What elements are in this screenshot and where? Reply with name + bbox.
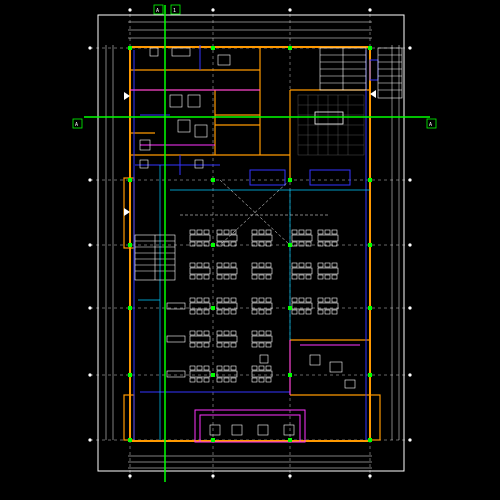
dining-table (251, 262, 273, 280)
axis-marker-dot (368, 8, 372, 12)
axis-marker-dot (408, 46, 412, 50)
axis-marker-dot (88, 373, 92, 377)
structural-column (368, 306, 372, 310)
axis-marker-dot (88, 306, 92, 310)
marker-top-mid: 1 (173, 8, 176, 14)
dining-table (189, 365, 211, 383)
marker-left: A (75, 122, 78, 128)
axis-label-bubbles: A 1 A A (72, 4, 437, 129)
dining-table (251, 297, 273, 315)
kitchen-counter (314, 111, 344, 125)
dining-table (216, 330, 238, 348)
axis-marker-dot (88, 438, 92, 442)
horizontal-axis-lines (90, 47, 410, 441)
dining-table (317, 297, 339, 315)
green-grid-lines (84, 5, 430, 482)
axis-marker-dot (408, 243, 412, 247)
dining-table (189, 262, 211, 280)
structural-column (288, 243, 292, 247)
dining-table (189, 330, 211, 348)
structural-column (368, 46, 372, 50)
axis-marker-dot (211, 474, 215, 478)
structural-column (211, 46, 215, 50)
structural-column (288, 306, 292, 310)
structural-column (368, 373, 372, 377)
top-dimension-lines (128, 21, 372, 39)
structural-column (128, 306, 132, 310)
dining-table (251, 365, 273, 383)
marker-right: A (429, 122, 432, 128)
axis-marker-dot (408, 373, 412, 377)
level-arrows (124, 90, 376, 216)
structural-column (211, 178, 215, 182)
structural-column (368, 438, 372, 442)
dining-table (166, 302, 186, 310)
structural-column (288, 46, 292, 50)
cyan-linework (138, 165, 370, 440)
structural-column (128, 178, 132, 182)
dining-table (291, 297, 313, 315)
dining-table (216, 297, 238, 315)
structural-column (128, 373, 132, 377)
grid-axis-markers (88, 8, 412, 478)
dining-table (166, 335, 186, 343)
structural-column (368, 243, 372, 247)
exterior-walls (129, 46, 371, 442)
bottom-lounge-furniture (209, 424, 295, 436)
stair-left (134, 234, 176, 281)
axis-marker-dot (288, 474, 292, 478)
structural-column (288, 373, 292, 377)
kitchen-grid (297, 94, 365, 156)
axis-marker-dot (88, 178, 92, 182)
right-dimension-lines (391, 45, 400, 440)
marker-top-left: A (156, 8, 159, 14)
dining-tables (166, 229, 339, 383)
structural-column (211, 243, 215, 247)
dining-table (317, 262, 339, 280)
structural-column (211, 438, 215, 442)
axis-marker-dot (408, 306, 412, 310)
structural-column (368, 178, 372, 182)
axis-marker-dot (128, 8, 132, 12)
sheet-border (97, 14, 405, 472)
left-dimension-lines (105, 45, 114, 440)
top-room-furniture (139, 47, 356, 389)
dining-table (216, 229, 238, 247)
stair-top-right (319, 47, 403, 99)
structural-column (211, 373, 215, 377)
axis-marker-dot (408, 178, 412, 182)
axis-marker-dot (88, 46, 92, 50)
structural-column (128, 243, 132, 247)
axis-marker-dot (128, 474, 132, 478)
dining-table (251, 330, 273, 348)
dining-table (216, 262, 238, 280)
dining-table (291, 229, 313, 247)
atrium-void (180, 179, 330, 246)
axis-marker-dot (368, 474, 372, 478)
dining-table (216, 365, 238, 383)
structural-column (288, 178, 292, 182)
dining-table (189, 297, 211, 315)
axis-marker-dot (408, 438, 412, 442)
structural-column (288, 438, 292, 442)
dining-table (291, 262, 313, 280)
dining-table (166, 370, 186, 378)
bottom-dimension-lines (128, 455, 372, 469)
axis-marker-dot (88, 243, 92, 247)
axis-marker-dot (288, 8, 292, 12)
dining-table (317, 229, 339, 247)
structural-column (128, 438, 132, 442)
dining-table (189, 229, 211, 247)
magenta-linework (130, 89, 360, 443)
structural-column (211, 306, 215, 310)
structural-column (128, 46, 132, 50)
blue-linework (133, 45, 379, 440)
vertical-axis-lines (129, 8, 371, 480)
axis-marker-dot (211, 8, 215, 12)
dining-table (251, 229, 273, 247)
